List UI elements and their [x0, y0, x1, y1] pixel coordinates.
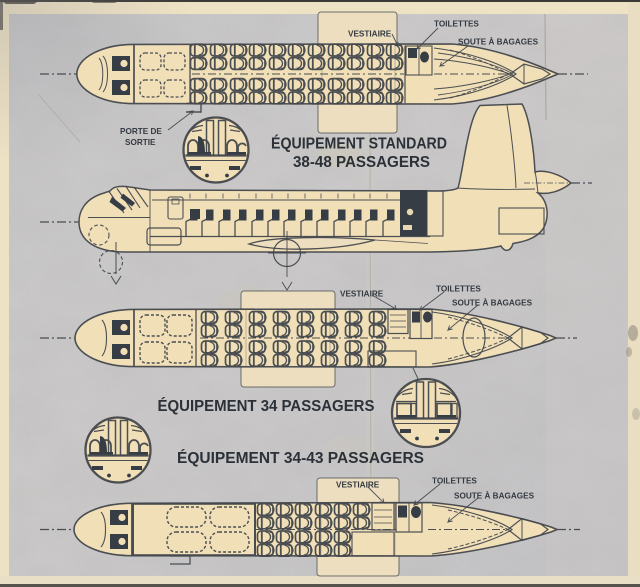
- svg-text:VESTIAIRE: VESTIAIRE: [340, 290, 384, 299]
- svg-text:ÉQUIPEMENT STANDARD: ÉQUIPEMENT STANDARD: [271, 135, 447, 152]
- svg-text:VESTIAIRE: VESTIAIRE: [348, 30, 392, 39]
- svg-text:TOILETTES: TOILETTES: [434, 20, 479, 29]
- svg-text:TOILETTES: TOILETTES: [436, 285, 481, 294]
- svg-text:SORTIE: SORTIE: [125, 138, 156, 147]
- svg-text:TOILETTES: TOILETTES: [432, 477, 477, 486]
- svg-text:38-48 PASSAGERS: 38-48 PASSAGERS: [293, 154, 430, 171]
- svg-text:PORTE DE: PORTE DE: [120, 127, 162, 136]
- svg-text:ÉQUIPEMENT 34-43 PASSAGERS: ÉQUIPEMENT 34-43 PASSAGERS: [177, 450, 424, 467]
- svg-text:ÉQUIPEMENT 34 PASSAGERS: ÉQUIPEMENT 34 PASSAGERS: [158, 398, 375, 415]
- svg-text:SOUTE À BAGAGES: SOUTE À BAGAGES: [454, 491, 535, 501]
- svg-text:SOUTE À BAGAGES: SOUTE À BAGAGES: [452, 298, 533, 308]
- svg-text:VESTIAIRE: VESTIAIRE: [336, 481, 380, 490]
- svg-text:SOUTE À BAGAGES: SOUTE À BAGAGES: [458, 37, 539, 47]
